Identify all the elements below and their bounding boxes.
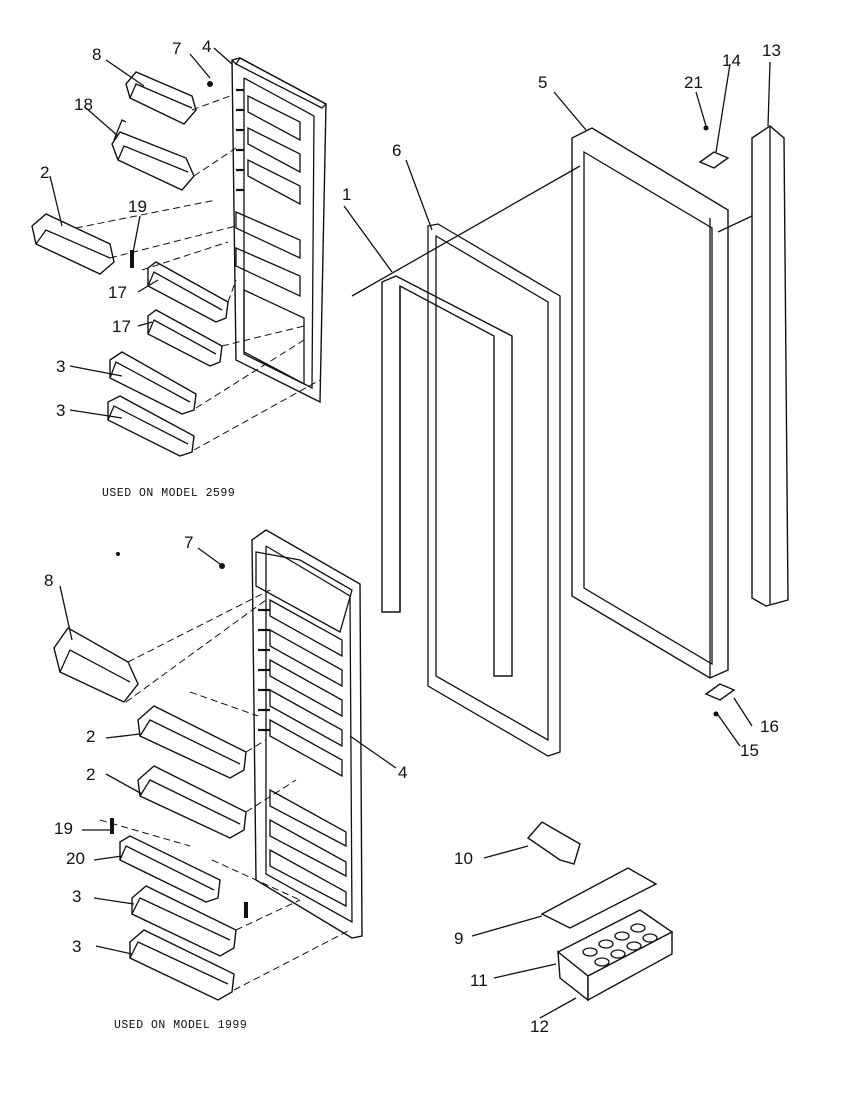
label-19-top: 19	[128, 197, 147, 216]
label-8-top: 8	[92, 45, 101, 64]
bin-2-top	[31, 213, 115, 275]
caption-model-2599: USED ON MODEL 2599	[102, 487, 235, 500]
label-6: 6	[392, 141, 401, 160]
label-13: 13	[762, 41, 781, 60]
label-3-bottom-b: 3	[72, 937, 81, 956]
bin-8-bottom	[53, 627, 139, 703]
shelf-20	[119, 835, 221, 903]
label-17a: 17	[108, 283, 127, 302]
label-18: 18	[74, 95, 93, 114]
label-9: 9	[454, 929, 463, 948]
label-3-top-b: 3	[56, 401, 65, 420]
label-3-top-a: 3	[56, 357, 65, 376]
bin-8-top	[125, 71, 197, 125]
ice-tray-11-12	[556, 909, 674, 1002]
leaders-bottom	[99, 589, 351, 991]
bin-3-top-b	[107, 395, 195, 457]
part-labels: 8 7 4 18 2 19 17 17 3 3 7 8 2 2 19 20 3 …	[40, 37, 781, 1036]
door-liner-top	[231, 57, 328, 404]
label-8-bottom: 8	[44, 571, 53, 590]
label-2-bottom-b: 2	[86, 765, 95, 784]
label-15: 15	[740, 741, 759, 760]
shelf-17b	[147, 309, 223, 367]
label-14: 14	[722, 51, 741, 70]
breaker-frame-1	[381, 275, 513, 677]
bin-3-top-a	[109, 351, 197, 415]
label-1: 1	[342, 185, 351, 204]
label-19-bottom: 19	[54, 819, 73, 838]
cover-9	[540, 867, 658, 929]
outer-door-5	[571, 127, 729, 679]
bin-2-bottom-a	[137, 705, 247, 779]
bin-2-bottom-b	[137, 765, 247, 839]
label-17b: 17	[112, 317, 131, 336]
label-2-top: 2	[40, 163, 49, 182]
label-leaders	[49, 47, 771, 1019]
screws	[110, 81, 719, 918]
label-12: 12	[530, 1017, 549, 1036]
ice-tray-10	[526, 821, 581, 865]
label-7-top: 7	[172, 39, 181, 58]
door-liner-bottom	[251, 529, 363, 939]
hinge-14	[698, 151, 730, 169]
label-7-bottom: 7	[184, 533, 193, 552]
hinge-16	[704, 683, 736, 701]
label-4-bottom: 4	[398, 763, 407, 782]
label-5: 5	[538, 73, 547, 92]
handle-13	[751, 125, 789, 607]
label-11: 11	[470, 971, 488, 990]
label-3-bottom-a: 3	[72, 887, 81, 906]
leader-frames	[351, 165, 753, 297]
bin-3-bottom-a	[131, 885, 237, 957]
label-2-bottom-a: 2	[86, 727, 95, 746]
caption-model-1999: USED ON MODEL 1999	[114, 1019, 247, 1032]
leaders-top	[75, 95, 321, 451]
label-20: 20	[66, 849, 85, 868]
label-21: 21	[684, 73, 703, 92]
gasket-6	[427, 223, 561, 757]
label-16: 16	[760, 717, 779, 736]
label-10: 10	[454, 849, 473, 868]
bin-18	[111, 119, 195, 191]
bin-3-bottom-b	[129, 929, 235, 1001]
label-4-top: 4	[202, 37, 211, 56]
